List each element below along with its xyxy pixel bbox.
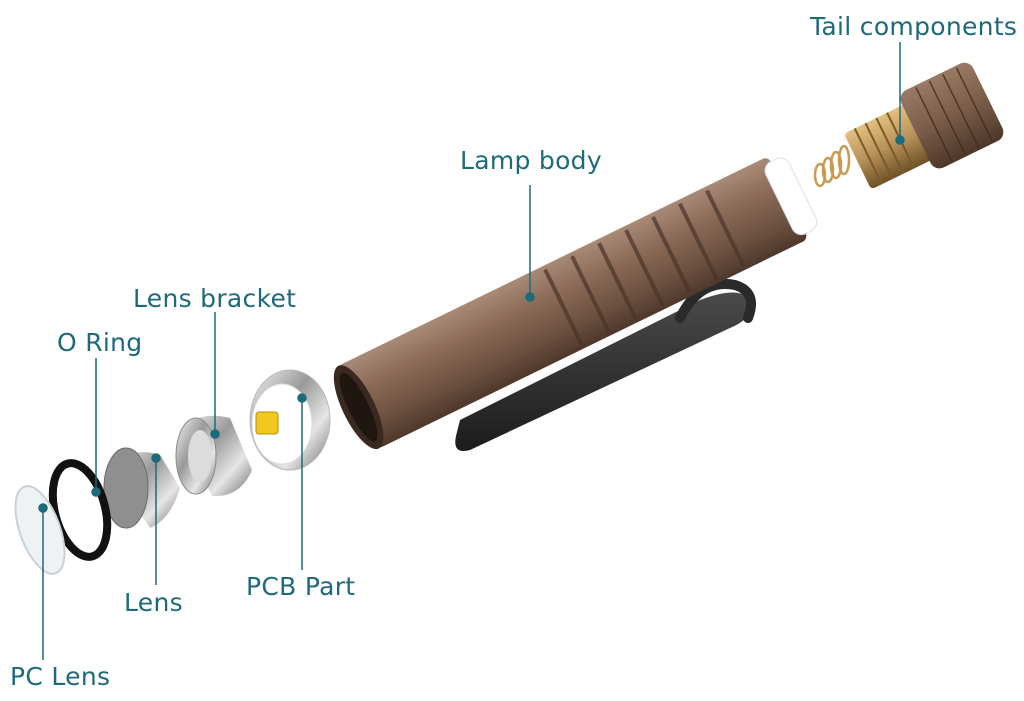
lens-bracket [175,415,252,497]
leader-dot-pcb-part [297,393,307,403]
tail-components [813,62,1004,189]
pcb-part [249,369,331,471]
leader-lines [38,42,905,660]
label-tail-components: Tail components [810,12,1018,41]
label-lamp-body: Lamp body [460,146,602,175]
leader-dot-o-ring [91,487,101,497]
label-pc-lens: PC Lens [10,662,111,691]
leader-dot-lens [151,453,161,463]
label-o-ring: O Ring [57,328,143,357]
label-lens: Lens [124,588,183,617]
label-pcb-part: PCB Part [246,572,356,601]
led-chip [255,411,279,435]
leader-dot-tail-components [895,135,905,145]
label-lens-bracket: Lens bracket [133,284,297,313]
lens [103,447,180,529]
leader-dot-pc-lens [38,503,48,513]
tail-spring [813,144,851,188]
lamp-body [333,157,818,450]
pc-lens [14,485,66,575]
pocket-clip [455,279,756,452]
leader-dot-lens-bracket [210,429,220,439]
leader-dot-lamp-body [525,292,535,302]
